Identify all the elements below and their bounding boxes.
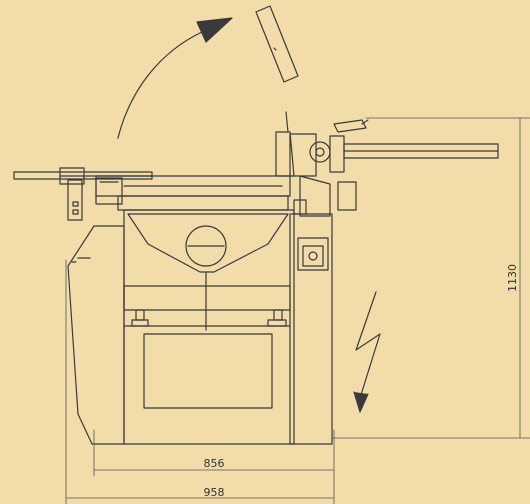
- upper-table: [95, 175, 291, 211]
- dimension-lines: [65, 117, 530, 504]
- tilted-guard-plate: [255, 5, 299, 83]
- fence-assembly: [275, 111, 499, 217]
- lightning-arrow-icon: [353, 291, 381, 413]
- machine-body: [67, 209, 333, 445]
- dimension-overall-width: 958: [204, 486, 225, 499]
- dimension-height: 1130: [506, 264, 519, 292]
- dimension-inner-width: 856: [204, 457, 225, 470]
- rotation-arrow-icon: [117, 17, 233, 139]
